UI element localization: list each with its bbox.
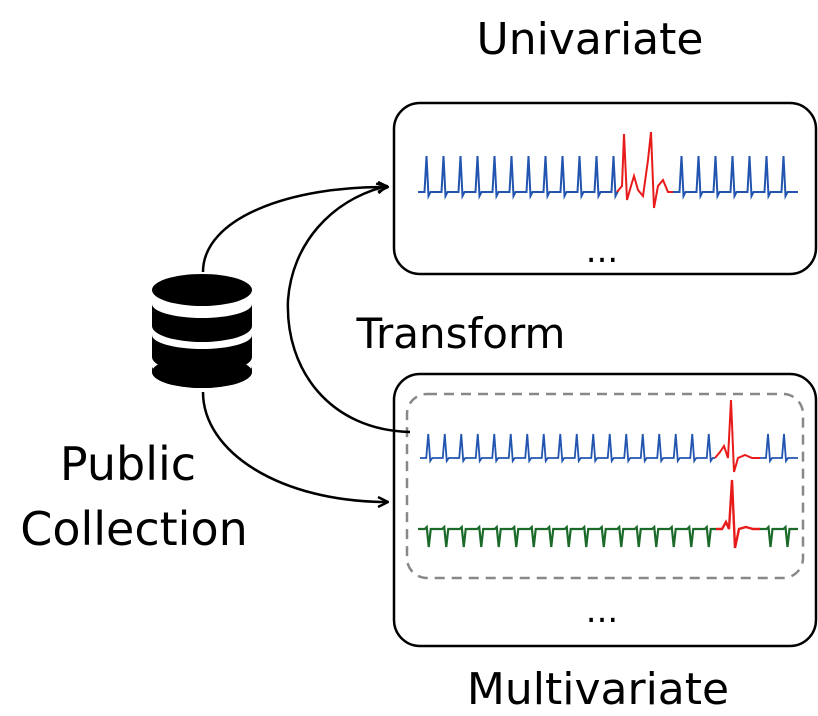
multivariate-channel2-anomaly [716, 479, 760, 549]
univariate-title: Univariate [477, 14, 704, 65]
public-collection-label-line1: Public [60, 437, 196, 491]
multivariate-channel2-normal-left [418, 524, 716, 548]
arrow-to-multivariate [201, 391, 388, 502]
database-icon [152, 274, 252, 388]
multivariate-title: Multivariate [467, 664, 729, 715]
univariate-normal-signal-right [673, 155, 798, 200]
arrow-to-univariate [201, 187, 388, 273]
multivariate-series [418, 399, 798, 549]
multivariate-channel1-anomaly [714, 399, 760, 473]
transform-label: Transform [356, 309, 566, 358]
transform-arrow [286, 186, 411, 434]
multivariate-channel1-normal-left [420, 433, 715, 464]
multivariate-channel2-normal-right [760, 524, 798, 548]
univariate-ellipsis: ... [586, 231, 618, 271]
multivariate-ellipsis: ... [586, 591, 618, 631]
multivariate-channel1-normal-right [760, 433, 798, 464]
univariate-box [392, 101, 818, 276]
multivariate-group-dashed [405, 392, 805, 580]
univariate-series [418, 131, 798, 209]
multivariate-box [392, 372, 818, 648]
univariate-anomaly-signal [616, 131, 673, 209]
univariate-normal-signal-left [418, 155, 620, 200]
public-collection-label-line2: Collection [20, 502, 248, 556]
